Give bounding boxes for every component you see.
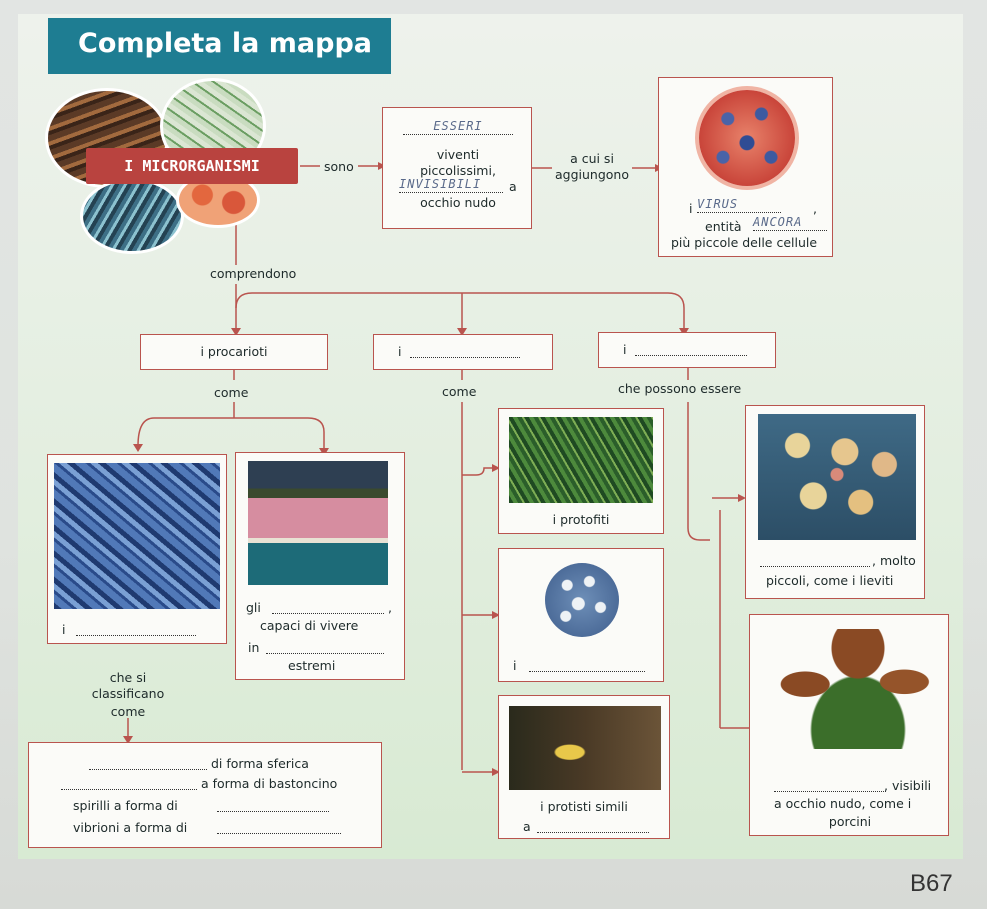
slime-mold-image (509, 706, 661, 790)
link-che-possono-essere: che possono essere (618, 381, 742, 396)
virus-box: i VIRUS , entità ANCORA più piccole dell… (658, 77, 833, 257)
classify-line3: come (110, 704, 146, 719)
text-vibrioni: vibrioni a forma di (73, 820, 188, 835)
porcini-card: , visibili a occhio nudo, come i porcini (749, 614, 949, 836)
text-piu-piccole: più piccole delle cellule (671, 235, 818, 250)
virus-image (699, 90, 795, 186)
protofiti-card: i protofiti (498, 408, 664, 534)
link-come-mid: come (442, 384, 477, 399)
group-3-blank: i (598, 332, 776, 368)
blank-protozoi[interactable] (529, 671, 645, 672)
text-entita: entità (705, 219, 742, 234)
text-procarioti: i procarioti (200, 344, 268, 359)
text-estremi: estremi (288, 658, 336, 673)
text-piccoli-lieviti: piccoli, come i lieviti (766, 573, 894, 588)
group-2-blank: i (373, 334, 553, 370)
definition-box: ESSERI viventi piccolissimi, INVISIBILI … (382, 107, 532, 229)
group-procarioti: i procarioti (140, 334, 328, 370)
lieviti-card: , molto piccoli, come i lieviti (745, 405, 925, 599)
text-viventi: viventi (436, 147, 480, 162)
text-piccolissimi: piccolissimi, (420, 163, 496, 178)
answer-invisibili: INVISIBILI (399, 177, 503, 193)
text-i-virus: i (689, 201, 693, 216)
classify-line1: che si (109, 670, 147, 685)
blank-bacteria[interactable] (76, 635, 196, 636)
text-comma-gli: , (388, 600, 392, 615)
algae-image (509, 417, 653, 503)
blank-vibrioni[interactable] (217, 833, 341, 834)
shapes-box: di forma sferica a forma di bastoncino s… (28, 742, 382, 848)
link-come-left: come (214, 385, 249, 400)
link-aggiungono: aggiungono (555, 167, 629, 182)
text-i-group3: i (623, 342, 627, 357)
blank-group2[interactable] (410, 357, 520, 358)
text-i-protozoi: i (513, 658, 517, 673)
blank-in[interactable] (266, 653, 384, 654)
text-protofiti: i protofiti (552, 512, 610, 527)
text-occhio-nudo-porcini: a occhio nudo, come i (774, 796, 912, 811)
page-title: Completa la mappa (48, 18, 391, 74)
text-porcini: porcini (828, 814, 872, 829)
answer-esseri: ESSERI (403, 119, 513, 135)
yeast-image (758, 414, 916, 540)
classify-line2: classificano (91, 686, 165, 701)
answer-ancora: ANCORA (753, 215, 827, 231)
blank-spirilli[interactable] (217, 811, 329, 812)
blank-lieviti[interactable] (760, 566, 870, 567)
text-occhio-nudo: occhio nudo (420, 195, 496, 210)
text-visibili: , visibili (884, 778, 932, 793)
blank-gli[interactable] (272, 613, 384, 614)
answer-virus: VIRUS (697, 197, 781, 213)
bacteria-card: i (47, 454, 227, 644)
page-number: B67 (910, 870, 953, 897)
blank-sferica[interactable] (89, 769, 207, 770)
text-a-simili: a (523, 819, 531, 834)
radiolarian-image (545, 563, 619, 637)
pink-lake-image (248, 461, 388, 585)
text-spirilli: spirilli a forma di (73, 798, 178, 813)
blank-group3[interactable] (635, 355, 747, 356)
text-bastoncino: a forma di bastoncino (201, 776, 338, 791)
main-concept-microrganismi: I MICRORGANISMI (86, 148, 298, 184)
blank-porcini[interactable] (774, 791, 886, 792)
link-sono: sono (324, 159, 354, 174)
link-comprendono: comprendono (210, 266, 297, 281)
funghi-simili-card: i protisti simili a (498, 695, 670, 839)
text-sferica: di forma sferica (211, 756, 309, 771)
text-i-group2: i (398, 344, 402, 359)
text-capaci: capaci di vivere (260, 618, 359, 633)
answer-invisibili-text: INVISIBILI (399, 177, 482, 191)
microbe-photo-blue-rods (80, 178, 184, 254)
archaea-card: gli , capaci di vivere in estremi (235, 452, 405, 680)
text-a: a (509, 179, 517, 194)
link-a-cui-si: a cui si (570, 151, 614, 166)
text-in: in (248, 640, 260, 655)
blank-simili[interactable] (537, 832, 649, 833)
protozoi-card: i (498, 548, 664, 682)
text-protisti-simili: i protisti simili (540, 799, 628, 814)
text-comma: , (813, 201, 817, 216)
answer-esseri-text: ESSERI (433, 119, 483, 133)
mushrooms-image (770, 629, 930, 749)
blank-bastoncino[interactable] (61, 789, 197, 790)
bacteria-rods-image (54, 463, 220, 609)
text-i-bacteria: i (62, 622, 66, 637)
text-gli: gli (246, 600, 261, 615)
text-molto: , molto (872, 553, 916, 568)
